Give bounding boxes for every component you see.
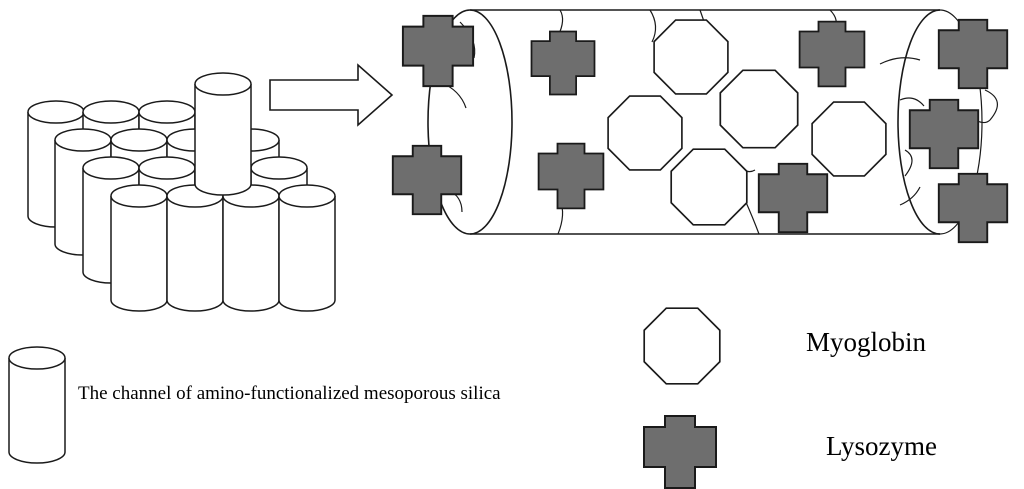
myoglobin-icon — [653, 19, 729, 95]
lysozyme-icon — [757, 162, 829, 234]
myoglobin-icon — [670, 148, 748, 226]
legend-channel-label: The channel of amino-functionalized meso… — [78, 383, 501, 404]
pore-body — [470, 9, 940, 235]
pore-left-opening — [427, 9, 513, 235]
silica-channel-cylinder — [222, 184, 280, 312]
pore-right-rim — [897, 9, 941, 235]
lysozyme-icon — [937, 18, 1009, 90]
right-arrow-icon — [269, 63, 394, 127]
lysozyme-icon — [537, 142, 605, 210]
cross-icon — [643, 415, 717, 489]
lysozyme-icon — [798, 20, 866, 88]
legend-lysozyme-label: Lysozyme — [826, 431, 937, 461]
lysozyme-icon — [530, 30, 596, 96]
silica-channel-array — [27, 72, 336, 312]
myoglobin-icon — [719, 69, 799, 149]
cylinder-icon — [8, 346, 66, 464]
myoglobin-icon — [607, 95, 683, 171]
legend-myoglobin-label: Myoglobin — [806, 327, 927, 357]
silica-channel-cylinder — [278, 184, 336, 312]
lysozyme-icon — [401, 14, 475, 88]
pore-channel — [391, 9, 1009, 244]
octagon-icon — [643, 307, 721, 385]
lysozyme-icon — [391, 144, 463, 216]
silica-channel-cylinder-raised — [194, 72, 252, 196]
lysozyme-icon — [908, 98, 980, 170]
myoglobin-icon — [811, 101, 887, 177]
silica-channel-cylinder — [110, 184, 168, 312]
silica-channel-cylinder — [166, 184, 224, 312]
